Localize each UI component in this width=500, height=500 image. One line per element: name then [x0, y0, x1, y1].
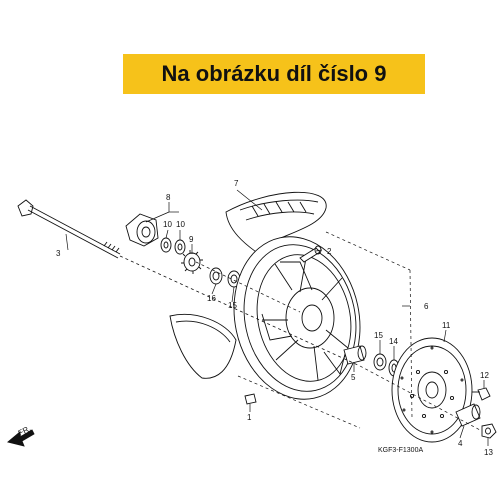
- callout-5: 5: [351, 373, 356, 382]
- diagram-code: KGF3-F1300A: [378, 447, 423, 454]
- seal: [174, 239, 186, 255]
- callout-15: 15: [374, 331, 383, 340]
- callout-13: 13: [484, 448, 493, 457]
- callout-16: 16: [207, 294, 216, 303]
- callout-12: 12: [480, 371, 489, 380]
- wheel-rim: [233, 236, 361, 400]
- bolt: [472, 387, 491, 401]
- callout-6: 6: [424, 302, 429, 311]
- bearing: [373, 353, 387, 371]
- callout-2: 2: [327, 247, 332, 256]
- callout-4: 4: [458, 439, 463, 448]
- clip: [244, 393, 257, 405]
- callout-10: 10: [163, 220, 172, 229]
- highlight-banner: Na obrázku díl číslo 9: [123, 54, 425, 94]
- nut: [481, 423, 497, 439]
- front-direction-arrow: [7, 429, 35, 447]
- gear-box: [125, 213, 159, 247]
- callout-1: 1: [247, 413, 252, 422]
- callout-10: 10: [176, 220, 185, 229]
- callout-14: 14: [389, 337, 398, 346]
- banner-text: Na obrázku díl číslo 9: [161, 61, 387, 86]
- callout-15: 15: [228, 301, 237, 310]
- collar: [343, 345, 367, 365]
- callout-3: 3: [56, 249, 61, 258]
- callout-11: 11: [442, 321, 451, 330]
- tire-lower: [169, 314, 237, 379]
- callout-7: 7: [234, 179, 239, 188]
- callout-9: 9: [189, 235, 194, 244]
- brake-disc: [391, 337, 473, 443]
- axle: [17, 199, 121, 259]
- bearing: [209, 267, 223, 285]
- seal: [160, 237, 172, 253]
- tire: [225, 191, 327, 258]
- valve: [299, 245, 322, 263]
- callout-8: 8: [166, 193, 171, 202]
